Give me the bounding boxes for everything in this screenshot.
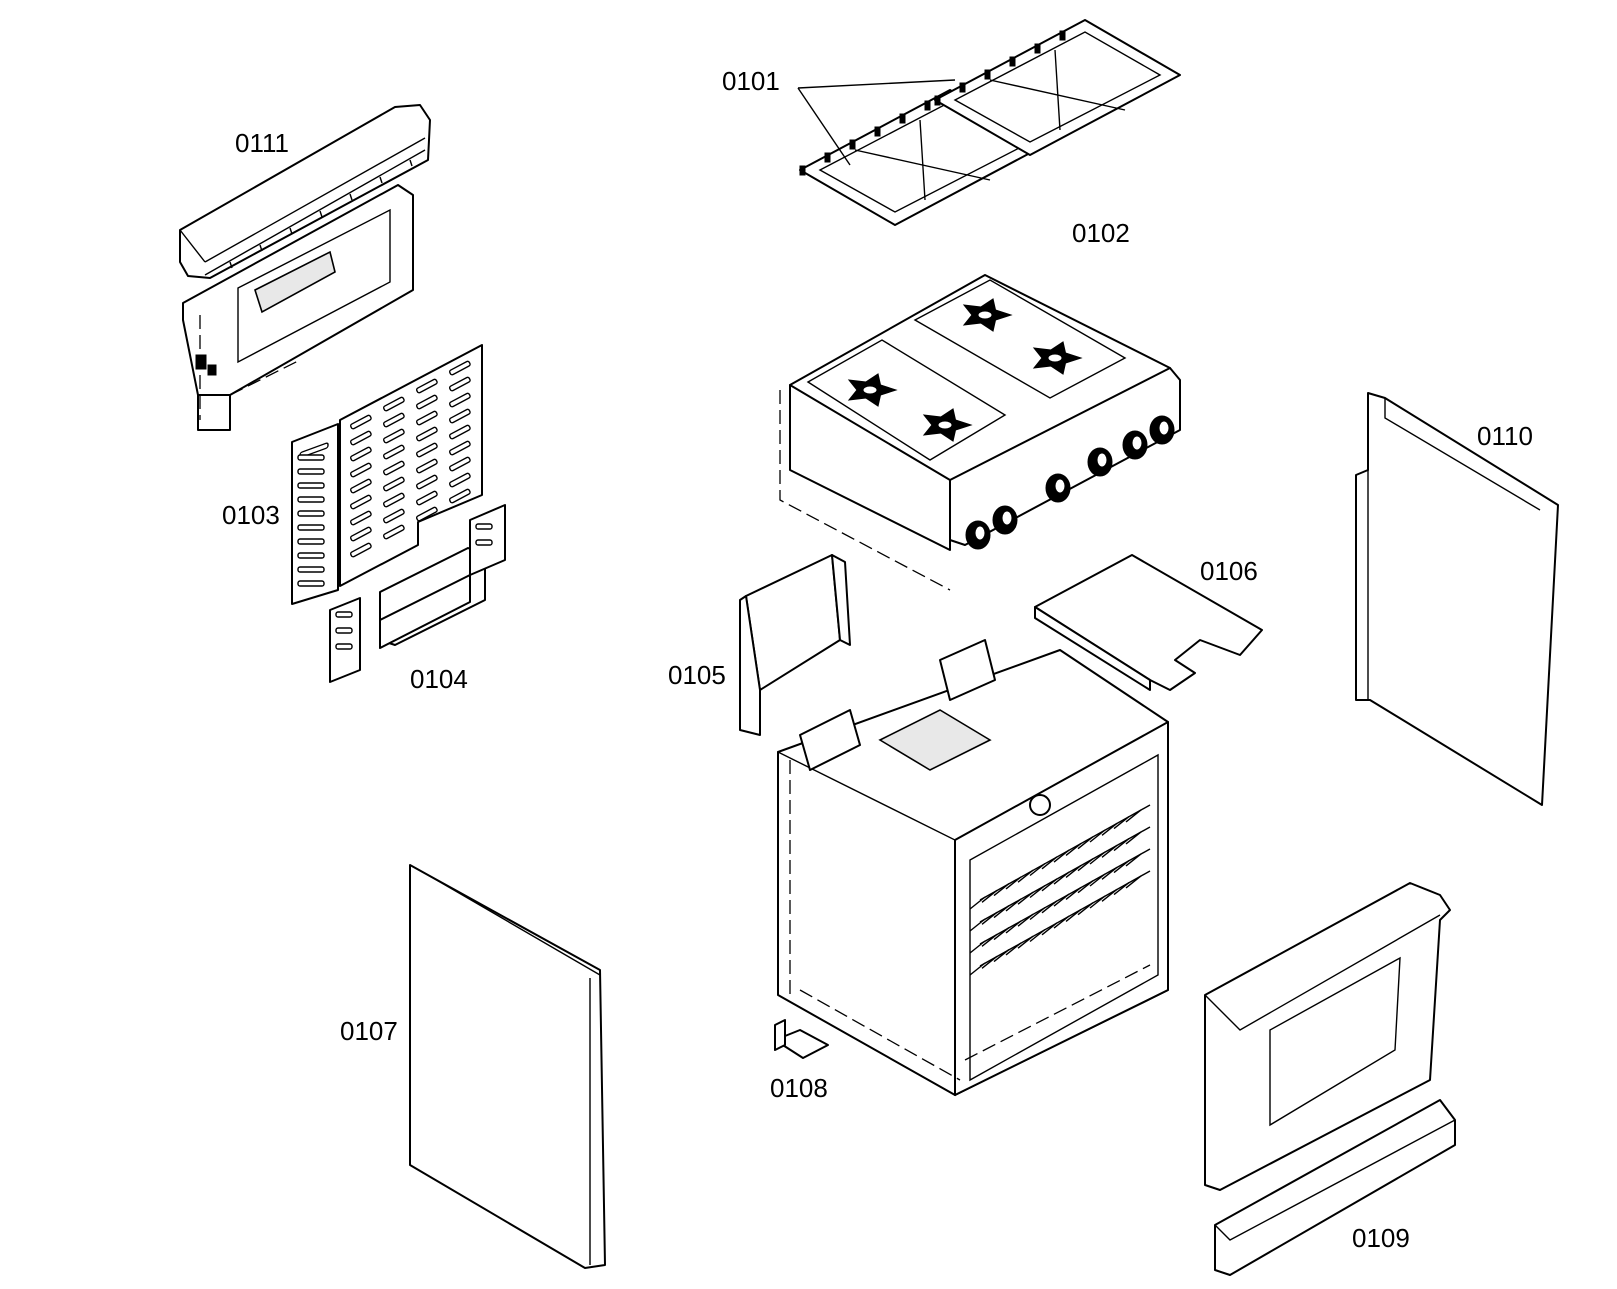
part-0103-heat-shield [291,344,483,605]
part-0106-cover-plate [1034,554,1263,691]
label-0102: 0102 [1072,218,1130,248]
part-0110-side-panel-right [1355,392,1559,806]
label-0108: 0108 [770,1073,828,1103]
label-0104: 0104 [410,664,468,694]
part-0105-bracket [739,554,851,736]
part-0104-bracket-assembly [329,504,506,683]
label-0105: 0105 [668,660,726,690]
part-0107-side-panel-left [409,864,606,1269]
label-0103: 0103 [222,500,280,530]
part-0111-backguard [179,104,431,431]
cooktop-assembly [779,274,1181,591]
part-0109-oven-door [1204,882,1456,1276]
label-0106: 0106 [1200,556,1258,586]
part-0108-small-bracket [774,1019,829,1059]
shield-slots [297,360,471,587]
label-0101: 0101 [722,66,780,96]
label-0111: 0111 [235,128,289,158]
label-0109: 0109 [1352,1223,1410,1253]
label-0107: 0107 [340,1016,398,1046]
oven-body [777,639,1169,1097]
label-0110: 0110 [1477,421,1533,451]
part-0101-grates [797,19,1181,226]
